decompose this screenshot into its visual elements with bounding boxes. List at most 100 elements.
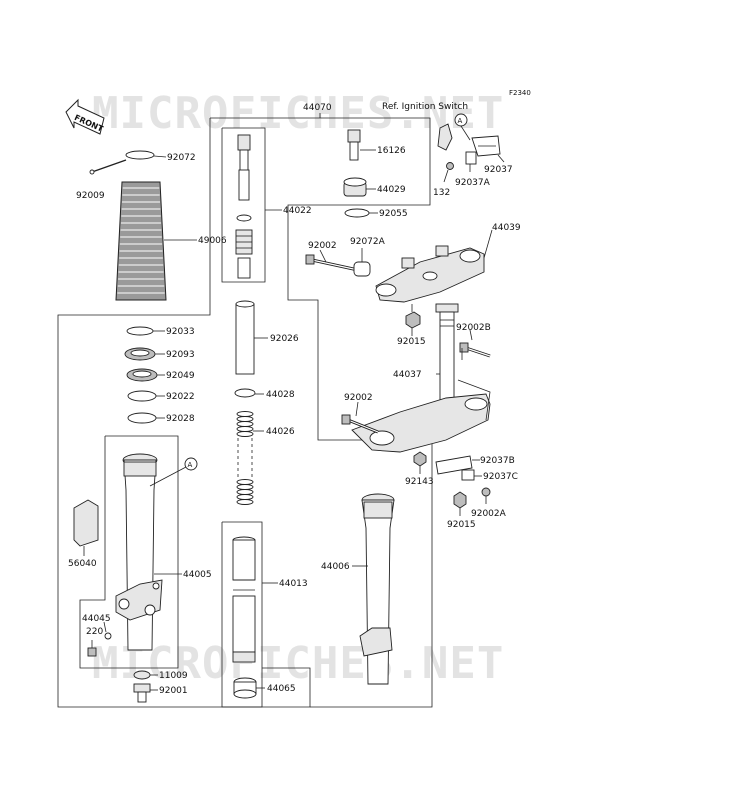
- label-92093: 92093: [166, 350, 195, 360]
- label-92009: 92009: [76, 191, 105, 201]
- label-92001: 92001: [159, 686, 188, 696]
- label-44070: 44070: [303, 103, 332, 113]
- callout-a-left: A: [184, 457, 198, 471]
- part-92002-pinch-bolt-lower: [341, 401, 379, 434]
- label-16126: 16126: [377, 146, 406, 156]
- part-92033-circlip: [126, 326, 165, 336]
- part-92037B-bracket: [435, 455, 480, 475]
- part-44026-fork-spring: [236, 411, 264, 505]
- label-92015-mid: 92015: [397, 337, 426, 347]
- part-92002-pinch-bolt-top: [305, 249, 359, 272]
- part-92015-nut-mid: [405, 304, 421, 336]
- label-44026: 44026: [266, 427, 295, 437]
- watermark-bottom: MICROFICHES.NET: [92, 638, 504, 689]
- spring-coil: [236, 416, 254, 422]
- part-44039-upper-bracket: [375, 229, 493, 303]
- label-92037: 92037: [484, 165, 513, 175]
- part-92072-clip: [125, 150, 167, 160]
- part-92002B-bolt: [459, 329, 491, 358]
- label-132: 132: [433, 188, 450, 198]
- spring-coil: [236, 426, 254, 432]
- part-11009-gasket: [133, 670, 158, 680]
- label-92002-top: 92002: [308, 241, 337, 251]
- part-92028-bushing: [127, 412, 165, 424]
- label-44005: 44005: [183, 570, 212, 580]
- label-11009: 11009: [159, 671, 188, 681]
- label-44037: 44037: [393, 370, 422, 380]
- label-92002A: 92002A: [471, 509, 507, 519]
- spring-coil: [236, 499, 254, 505]
- label-92037C: 92037C: [483, 472, 518, 482]
- label-44039: 44039: [492, 223, 521, 233]
- part-44045-drain-plug: [103, 621, 112, 640]
- label-220: 220: [86, 627, 103, 637]
- part-44029-fork-cap: [343, 177, 376, 197]
- part-44006-outer-tube-right: [352, 493, 395, 685]
- callout-a-top: A: [454, 113, 471, 141]
- label-92037B: 92037B: [480, 456, 515, 466]
- label-92015-lower: 92015: [447, 520, 476, 530]
- part-92093-oil-seal: [124, 347, 165, 361]
- part-92037-bracket: [437, 123, 505, 163]
- label-44022: 44022: [283, 206, 312, 216]
- part-92026-spacer: [235, 300, 268, 375]
- part-220-washer: [87, 640, 97, 657]
- label-92002B: 92002B: [456, 323, 491, 333]
- part-92001-bolt: [133, 683, 158, 703]
- part-92055-o-ring: [344, 208, 378, 218]
- part-56040-reflector: [73, 499, 99, 556]
- label-92002-lower: 92002: [344, 393, 373, 403]
- label-92143: 92143: [405, 477, 434, 487]
- part-49006-fork-boot: [115, 181, 197, 301]
- spring-coil: [236, 421, 254, 427]
- label-92055: 92055: [379, 209, 408, 219]
- spring-coil: [236, 411, 254, 417]
- label-56040: 56040: [68, 559, 97, 569]
- label-92028: 92028: [166, 414, 195, 424]
- part-44022-damper-rod: [235, 134, 282, 279]
- svg-text:A: A: [458, 117, 463, 125]
- label-92022: 92022: [166, 392, 195, 402]
- label-92033: 92033: [166, 327, 195, 337]
- part-44028-spring-seat: [234, 388, 264, 398]
- part-92015-nut-lower: [453, 491, 467, 516]
- part-92022-washer: [127, 390, 165, 402]
- group-outline: [57, 113, 433, 708]
- label-44013: 44013: [279, 579, 308, 589]
- label-44029: 44029: [377, 185, 406, 195]
- part-44005-outer-tube-left: [115, 453, 187, 651]
- part-92037A-clamp: [465, 151, 477, 172]
- watermark-top: MICROFICHES.NET: [92, 88, 504, 139]
- spring-coil: [236, 431, 254, 437]
- spring-coil: [236, 489, 254, 495]
- label-44045: 44045: [82, 614, 111, 624]
- spring-coil: [236, 484, 254, 490]
- label-44006: 44006: [321, 562, 350, 572]
- reference-note: Ref. Ignition Switch: [382, 102, 468, 112]
- spring-coil: [236, 494, 254, 500]
- label-92072: 92072: [167, 153, 196, 163]
- label-92026: 92026: [270, 334, 299, 344]
- label-49006: 49006: [198, 236, 227, 246]
- spring-coil: [236, 479, 254, 485]
- part-132-bolt: [443, 162, 454, 183]
- label-92037A: 92037A: [455, 178, 491, 188]
- label-44028: 44028: [266, 390, 295, 400]
- part-92143-collar: [413, 451, 427, 474]
- label-92049: 92049: [166, 371, 195, 381]
- part-44037-steering-stem: [351, 303, 491, 453]
- label-44065: 44065: [267, 684, 296, 694]
- part-92072A-clamp: [353, 248, 371, 277]
- part-92049-oil-seal: [126, 368, 165, 382]
- svg-text:A: A: [188, 461, 193, 469]
- part-16126-valve: [347, 129, 376, 161]
- diagram-code: F2340: [509, 89, 531, 97]
- part-92002A-bolt: [481, 487, 491, 504]
- part-44065-guide: [233, 677, 265, 699]
- part-92037C-clamp: [461, 469, 482, 481]
- label-92072A: 92072A: [350, 237, 386, 247]
- part-44013-inner-tube: [232, 536, 278, 663]
- part-92009-screw: [89, 159, 127, 175]
